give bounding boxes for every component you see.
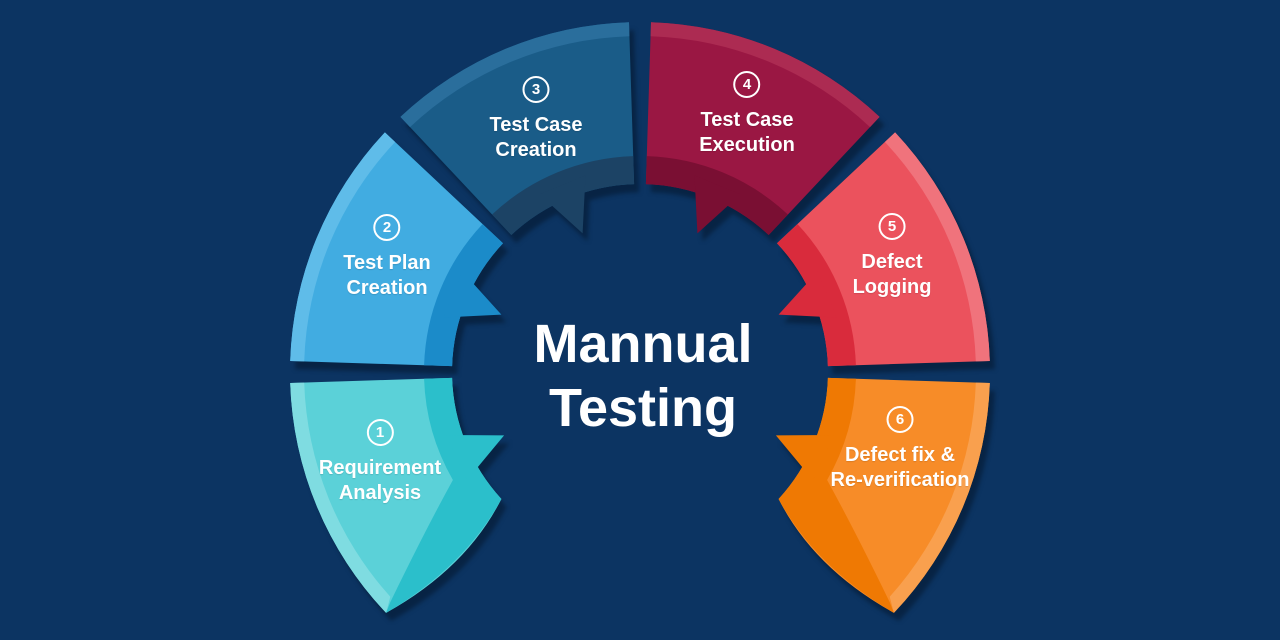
diagram-title: Mannual Testing [533, 312, 752, 440]
segment-6-number-badge: 6 [886, 406, 914, 433]
segment-4-highlight [650, 22, 880, 128]
segment-4-label-line1: Test Case [700, 109, 794, 131]
segment-5-number-badge: 5 [878, 213, 906, 240]
segment-2-arrow-icon [443, 271, 502, 318]
segment-6-label-line2: Re-verification [830, 469, 970, 491]
segment-2-number-badge: 2 [373, 214, 401, 241]
segment-4-label-line2: Execution [699, 134, 795, 156]
segment-1-label-line1: Requirement [318, 457, 442, 479]
segment-4-arrow-icon [694, 175, 741, 234]
segment-3-label-line1: Test Case [489, 114, 583, 136]
segment-3-arrow-icon [539, 175, 586, 234]
segment-2-label-line2: Creation [346, 277, 428, 299]
segment-1-number-badge: 1 [366, 419, 394, 446]
diagram-title-line2: Testing [548, 378, 737, 438]
segment-2-label-line1: Test Plan [343, 252, 431, 274]
diagram-title-line1: Mannual [533, 314, 753, 374]
segment-5-label-line1: Defect [861, 251, 923, 273]
segment-3-label-line2: Creation [495, 139, 577, 161]
segment-6-highlight [889, 382, 990, 613]
segment-6-label-line1: Defect fix & [844, 444, 956, 466]
segment-5-highlight [884, 132, 990, 362]
segment-3-highlight [400, 22, 630, 128]
segment-3 [400, 22, 635, 236]
segment-1-label-line2: Analysis [338, 482, 422, 504]
segment-3-number-badge: 3 [522, 76, 550, 103]
segment-1-inner-band [386, 377, 502, 613]
segment-6 [775, 377, 990, 613]
segment-2 [290, 132, 503, 367]
segment-1-arrow-icon [446, 435, 505, 481]
segment-5-arrow-icon [778, 271, 837, 318]
segment-6-arrow-icon [775, 435, 834, 481]
segment-2-highlight [290, 132, 396, 362]
segment-1-highlight [290, 382, 391, 613]
segment-5-label-line2: Logging [852, 276, 932, 298]
segment-4-number-badge: 4 [733, 71, 761, 98]
segment-5 [777, 132, 990, 367]
segment-1 [290, 377, 505, 613]
segment-6-inner-band [778, 377, 894, 613]
segment-4 [645, 22, 880, 236]
